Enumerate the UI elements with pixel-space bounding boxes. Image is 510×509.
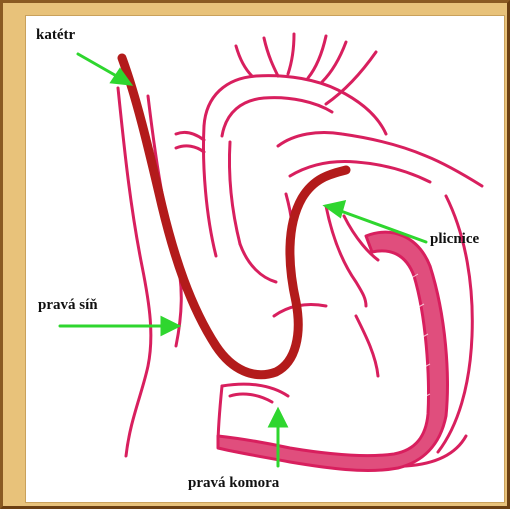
pulmonary-label: plicnice: [430, 232, 479, 247]
diagram-canvas: katétr plicnice pravá síň pravá komora: [25, 15, 505, 503]
ventricle-wall-hatching: [316, 274, 430, 452]
right-atrium-label: pravá síň: [38, 298, 98, 313]
heart-diagram: [26, 16, 504, 502]
catheter-label: katétr: [36, 28, 75, 43]
pointer-arrows: [60, 54, 426, 466]
right-ventricle-label: pravá komora: [188, 476, 279, 491]
right-atrium-arrow: [60, 318, 178, 334]
